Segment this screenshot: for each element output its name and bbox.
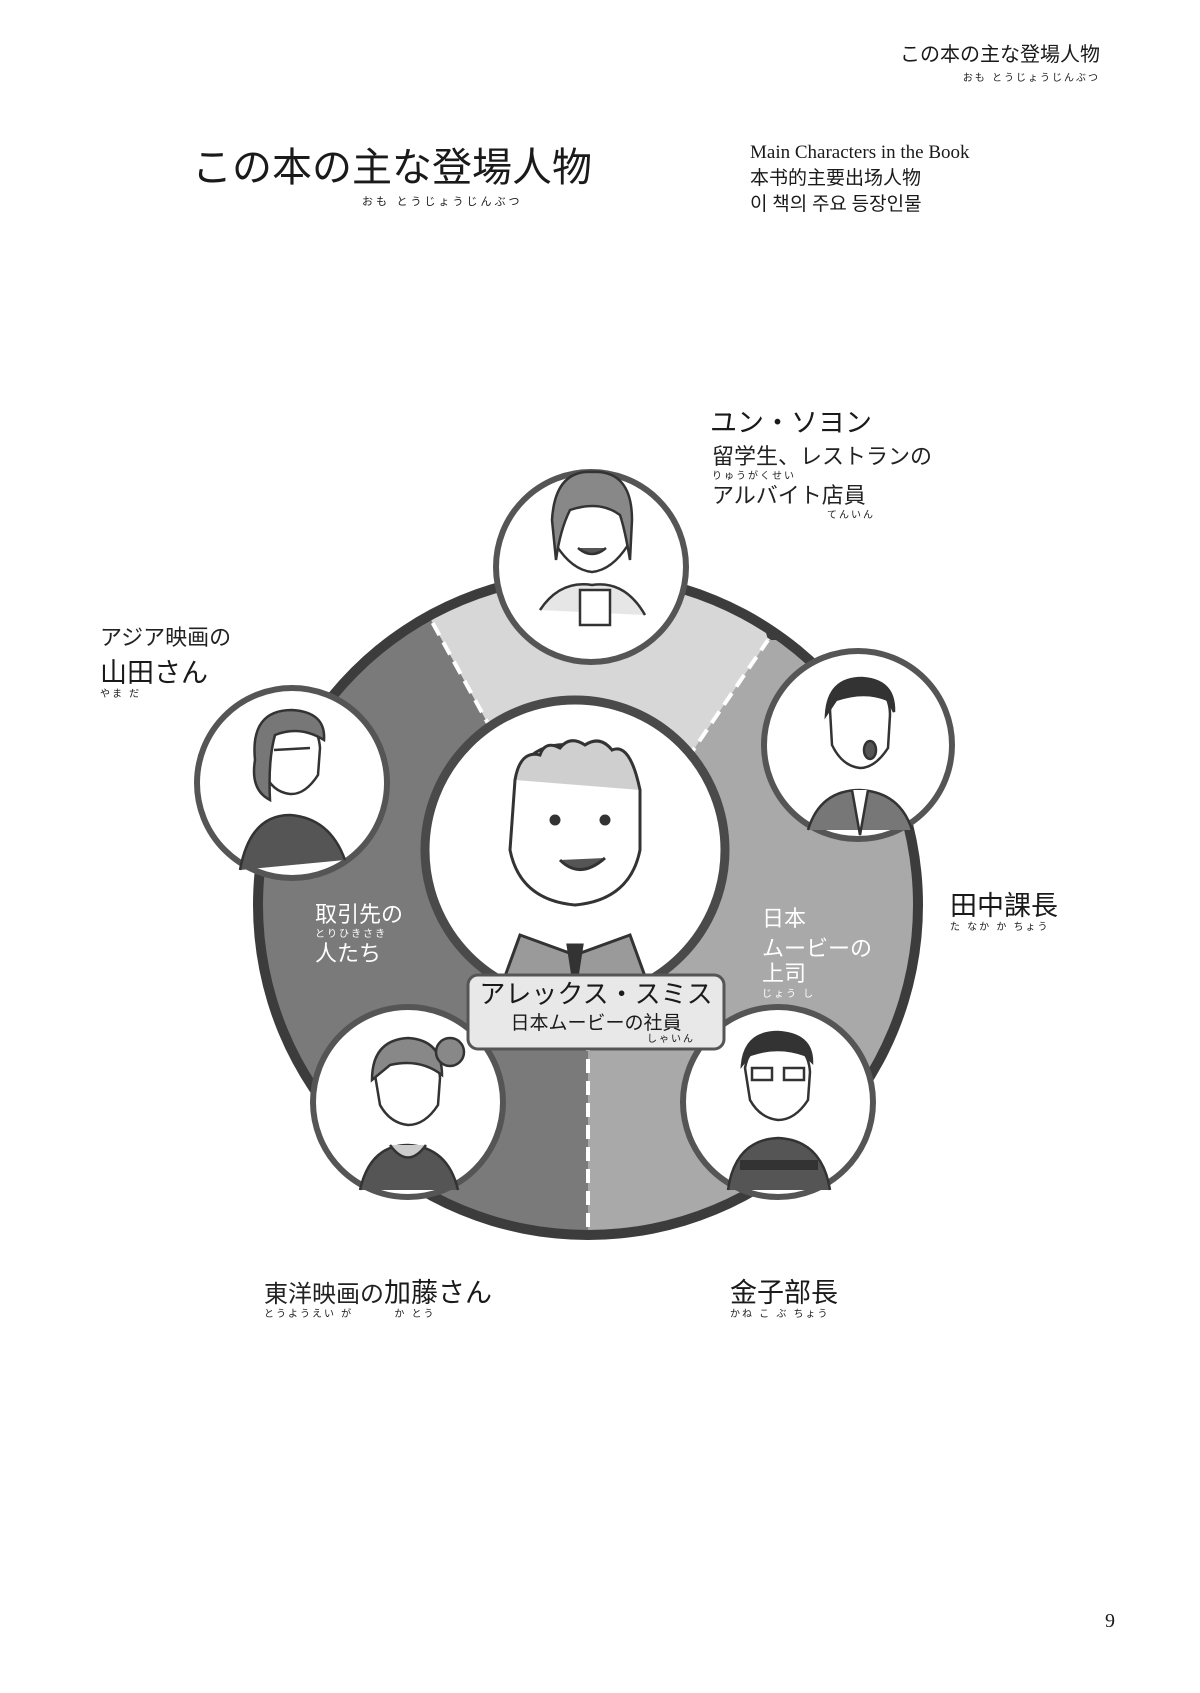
label-tanaka: 田中課長 た なか か ちょう [950,893,1058,933]
label-kato: 東洋映画の加藤さん とうようえい が か とう [264,1280,492,1320]
yamada-name-ruby: やま だ [100,689,142,700]
alex-name-box [466,973,726,1051]
kaneko-name: 金子部長 [730,1278,838,1309]
kaneko-illustration [726,1030,832,1191]
title-translations: Main Characters in the Book 本书的主要出场人物 이 … [750,140,970,218]
group-clients: 取引先の とりひきさき 人たち [315,905,403,966]
yun-role: 留学生、レストランの りゅうがくせい アルバイト店員 てんいん [712,447,932,521]
running-head-ruby: おも とうじょうじんぶつ [962,73,1100,84]
running-head-text: この本の主な登場人物 [900,42,1100,66]
label-kaneko: 金子部長 かね こ ぶ ちょう [730,1280,838,1320]
translation-chinese: 本书的主要出场人物 [750,168,922,189]
alex-name: アレックス・スミス [479,980,713,1010]
yun-role-line2: アルバイト店員 [712,484,866,509]
yun-role-line1: 留学生、レストランの [712,445,933,470]
page-title-text: この本の主な登場人物 [192,145,592,191]
clients-line1: 取引先の [315,903,404,928]
divider-left [418,599,590,906]
yamada-illustration [238,708,347,871]
running-head: この本の主な登場人物 おも とうじょうじんぶつ [900,38,1100,84]
tanaka-name-ruby: た なか か ちょう [950,922,1050,933]
alex-illustration [498,739,652,991]
yun-role-line1-ruby: りゅうがくせい [712,471,796,482]
label-yamada: アジア映画の 山田さん やま だ [100,628,231,700]
label-alex: アレックス・スミス 日本ムービーの社員 しゃいん [468,978,724,1045]
yamada-name: 山田さん [100,658,208,689]
yun-name: ユン・ソヨン [710,408,872,439]
clients-line2: 人たち [315,942,382,967]
page-title: この本の主な登場人物 おも とうじょうじんぶつ [192,135,592,209]
tanaka-illustration [806,676,914,836]
page-number: 9 [1105,1610,1115,1632]
translation-english: Main Characters in the Book [750,142,970,163]
group-bosses: 日本 ムービーの 上司 じょう し [762,905,872,1002]
kaneko-name-ruby: かね こ ぶ ちょう [730,1309,830,1320]
alex-role: 日本ムービーの社員 [510,1012,682,1034]
kato-name: 加藤さん [384,1278,492,1309]
bosses-line3: 上司 [762,962,807,988]
yun-role-line2-ruby: てんいん [827,510,875,521]
bosses-line2: ムービーの [762,936,873,962]
kato-illustration [358,1036,466,1191]
clients-ruby: とりひきさき [315,929,387,940]
label-yun: ユン・ソヨン [710,408,872,440]
alex-role-ruby: しゃいん [647,1034,695,1045]
bosses-line1: 日本 [762,907,807,932]
bosses-ruby: じょう し [762,989,816,1001]
tanaka-name: 田中課長 [950,891,1058,922]
kato-company: 東洋映画の [264,1280,384,1308]
kato-ruby: とうようえい が か とう [264,1309,436,1320]
yamada-company: アジア映画の [100,626,232,651]
page-title-ruby: おも とうじょうじんぶつ [362,195,523,208]
translation-korean: 이 책의 주요 등장인물 [750,194,922,215]
yun-illustration [538,470,647,627]
